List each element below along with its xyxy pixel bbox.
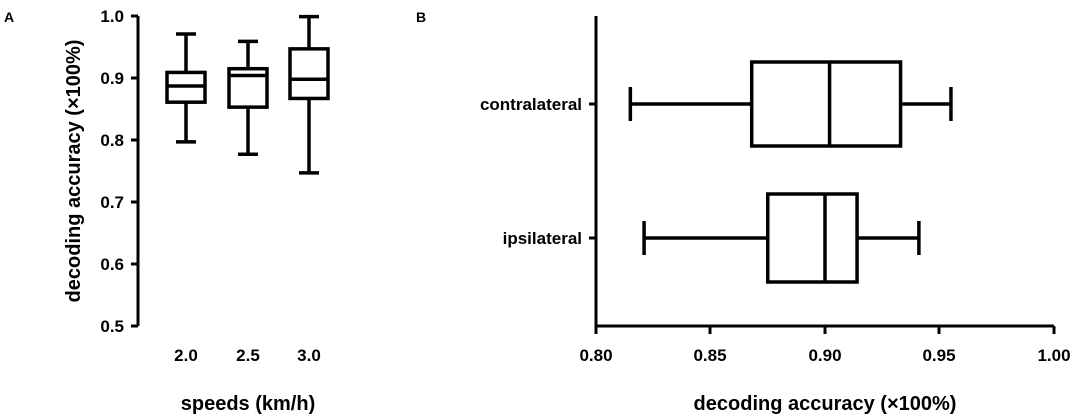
x-tick-label: 0.95: [922, 346, 955, 365]
y-tick-label: 0.8: [100, 131, 124, 150]
y-tick-label: 0.7: [100, 193, 124, 212]
x-tick-label: 0.90: [808, 346, 841, 365]
y-tick-label: 0.9: [100, 69, 124, 88]
x-category-label: 2.0: [174, 346, 198, 365]
panel-a-label: A: [4, 9, 14, 25]
x-category-label: 3.0: [297, 346, 321, 365]
panel-b-label: B: [416, 9, 426, 25]
x-tick-label: 1.00: [1037, 346, 1070, 365]
y-tick-label: 1.0: [100, 7, 124, 26]
y-axis-title: decoding accuracy (×100%): [63, 40, 85, 303]
iqr-box: [766, 192, 859, 284]
iqr-box: [288, 47, 330, 101]
y-category-label: contralateral: [480, 95, 582, 114]
x-category-label: 2.5: [236, 346, 260, 365]
x-axis-title: speeds (km/h): [181, 393, 315, 415]
panel-b: B contralateral ipsilateral 0.80 0.85 0.…: [416, 9, 1071, 415]
x-axis-title: decoding accuracy (×100%): [694, 393, 957, 415]
y-tick-label: 0.5: [100, 317, 124, 336]
x-tick-label: 0.85: [693, 346, 726, 365]
panel-a: A 1.0 0.9 0.8 0.7 0.6 0.5 2.0 2.5 3.0 sp…: [4, 7, 330, 415]
x-tick-label: 0.80: [579, 346, 612, 365]
panel-b-boxes: [628, 60, 953, 284]
iqr-box: [749, 60, 903, 148]
y-category-label: ipsilateral: [503, 229, 582, 248]
panel-a-boxes: [165, 14, 330, 175]
y-tick-label: 0.6: [100, 255, 124, 274]
iqr-box: [227, 66, 269, 109]
